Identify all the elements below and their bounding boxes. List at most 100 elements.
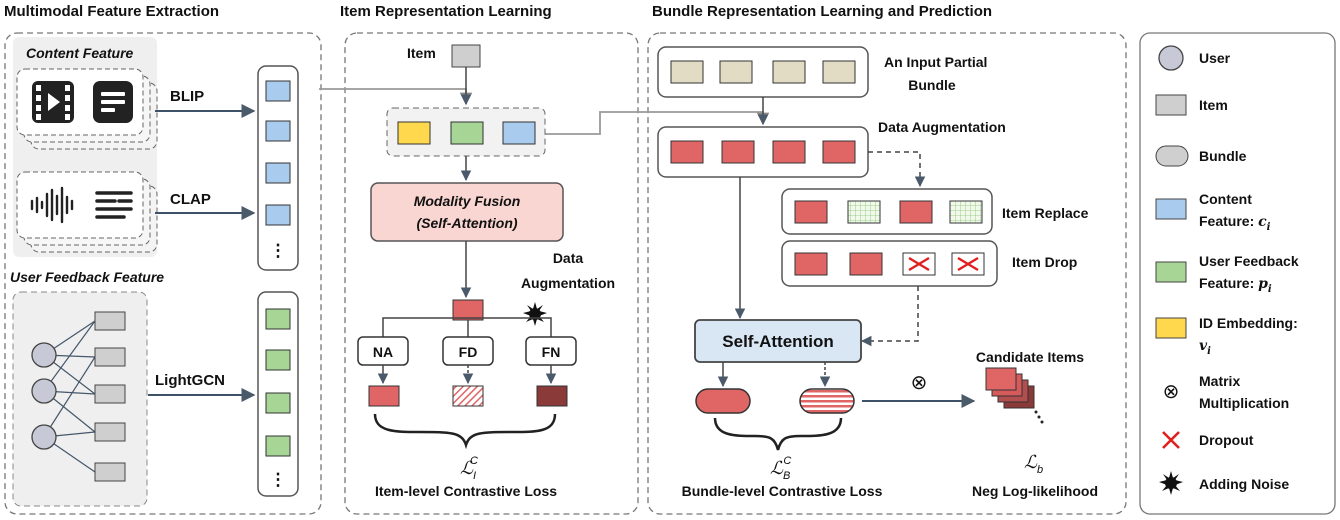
- replace-item-original: [899, 200, 933, 224]
- content-feature-block: [265, 204, 291, 226]
- dropout-cross-icon: [957, 256, 979, 272]
- content-feature-block: [265, 162, 291, 184]
- video-icon: [32, 81, 74, 123]
- section-title-bundle-repr: Bundle Representation Learning and Predi…: [652, 3, 992, 20]
- item-input-block: [451, 44, 481, 68]
- waveform-icon: [30, 186, 74, 224]
- self-attention-label: Self-Attention: [722, 332, 833, 351]
- item-node: [94, 311, 126, 331]
- legend-matrix-label: Matrix: [1199, 373, 1240, 389]
- item-drop-box: [781, 240, 998, 287]
- replace-item-original: [794, 200, 828, 224]
- panel-bundle-repr: [647, 32, 1127, 515]
- input-bundle-item: [719, 60, 753, 84]
- item-contrastive-brace: [373, 413, 557, 450]
- panel-legend: [1139, 32, 1336, 515]
- content-embedding-block: [502, 121, 536, 145]
- augment-to-attention-arrow: [860, 286, 919, 347]
- legend-noise-icon: [1159, 471, 1183, 495]
- legend-noise-label: Adding Noise: [1199, 476, 1289, 492]
- legend-id-label: ID Embedding:: [1199, 315, 1298, 331]
- legend-dropout-label: Dropout: [1199, 432, 1254, 448]
- clap-label: CLAP: [170, 191, 211, 208]
- user-feedback-feature-label: User Feedback Feature: [10, 269, 164, 285]
- panel-extraction: [4, 32, 322, 515]
- legend-user-label: User: [1199, 50, 1231, 66]
- panel-item-repr: [344, 32, 639, 515]
- dropout-cross-icon: [908, 256, 930, 272]
- modality-fusion-box: [370, 182, 564, 242]
- bundle-item: [772, 140, 806, 164]
- text-lines-icon: [95, 191, 133, 219]
- bundle-loss-symbol: ℒBC: [770, 455, 791, 482]
- legend-dropout-icon: [1162, 431, 1180, 449]
- content-feature-block: [265, 80, 291, 102]
- item-node: [94, 384, 126, 404]
- item-node: [94, 422, 126, 442]
- item-loss-label: Item-level Contrastive Loss: [375, 483, 557, 499]
- item-loss-symbol: ℒIC: [460, 455, 478, 482]
- legend-matrix-label-2: Multiplication: [1199, 395, 1289, 411]
- replace-item-swapped: [847, 200, 881, 224]
- bundle-item: [670, 140, 704, 164]
- input-bundle-item: [670, 60, 704, 84]
- content-feature-label: Content Feature: [26, 45, 134, 61]
- legend-feedback-label: User Feedback: [1199, 253, 1299, 269]
- na-label: NA: [373, 344, 393, 360]
- modality-fusion-sublabel: (Self-Attention): [416, 215, 517, 231]
- user-node: [31, 378, 57, 404]
- fd-output-block: [452, 385, 484, 407]
- item-representation-block: [452, 299, 484, 321]
- fn-label: FN: [542, 344, 561, 360]
- section-title-extraction: Multimodal Feature Extraction: [4, 3, 219, 20]
- item-input-label: Item: [407, 45, 436, 61]
- na-output-block: [368, 385, 400, 407]
- feedback-feature-ellipsis: ⋮: [270, 470, 287, 489]
- user-node: [31, 342, 57, 368]
- blip-label: BLIP: [170, 88, 204, 105]
- bundle-item: [822, 140, 856, 164]
- document-icon: [93, 81, 133, 123]
- legend-item-label: Item: [1199, 97, 1228, 113]
- modality-fusion-label: Modality Fusion: [414, 193, 521, 209]
- item-node: [94, 347, 126, 367]
- nll-loss-symbol: ℒb: [1024, 452, 1043, 476]
- legend-content-label: Content: [1199, 191, 1252, 207]
- item-replace-box: [781, 188, 993, 235]
- legend-content-swatch: [1155, 198, 1187, 220]
- item-replace-label: Item Replace: [1002, 205, 1089, 221]
- replace-item-swapped: [949, 200, 983, 224]
- item-node: [94, 462, 126, 482]
- feedback-feature-block: [265, 435, 291, 457]
- augmentation-branch-lines: [382, 317, 552, 340]
- item-data-augmentation-label: Data: [553, 250, 584, 266]
- drop-item-kept: [849, 252, 883, 276]
- content-to-item-arrow: [319, 88, 473, 106]
- bundle-contrastive-brace: [713, 417, 843, 451]
- legend-feedback-label-2: Feature: pi: [1199, 275, 1272, 295]
- legend-content-label-2: Feature: ci: [1199, 213, 1271, 233]
- user-node: [31, 424, 57, 450]
- content-feature-ellipsis: ⋮: [270, 241, 287, 260]
- legend-feedback-swatch: [1155, 261, 1187, 283]
- legend-bundle-label: Bundle: [1199, 148, 1247, 164]
- input-bundle-item: [772, 60, 806, 84]
- feedback-feature-block: [265, 308, 291, 330]
- input-bundle-label: An Input Partial: [884, 54, 987, 70]
- bundle-to-augment-arrow: [868, 151, 926, 188]
- nll-loss-label: Neg Log-likelihood: [972, 483, 1098, 499]
- audio-card: [16, 171, 144, 239]
- noise-splat-icon: [523, 302, 547, 326]
- item-data-augmentation-label-2: Augmentation: [521, 275, 615, 291]
- legend-user-swatch: [1158, 45, 1184, 71]
- bundle-item: [721, 140, 755, 164]
- augmented-bundle-representation: [799, 388, 855, 414]
- feedback-feature-block: [265, 349, 291, 371]
- legend-matrix-icon: ⊗: [1163, 381, 1180, 403]
- fd-label: FD: [459, 344, 478, 360]
- id-embedding-block: [397, 121, 431, 145]
- feedback-embedding-block: [450, 121, 484, 145]
- input-bundle-item: [822, 60, 856, 84]
